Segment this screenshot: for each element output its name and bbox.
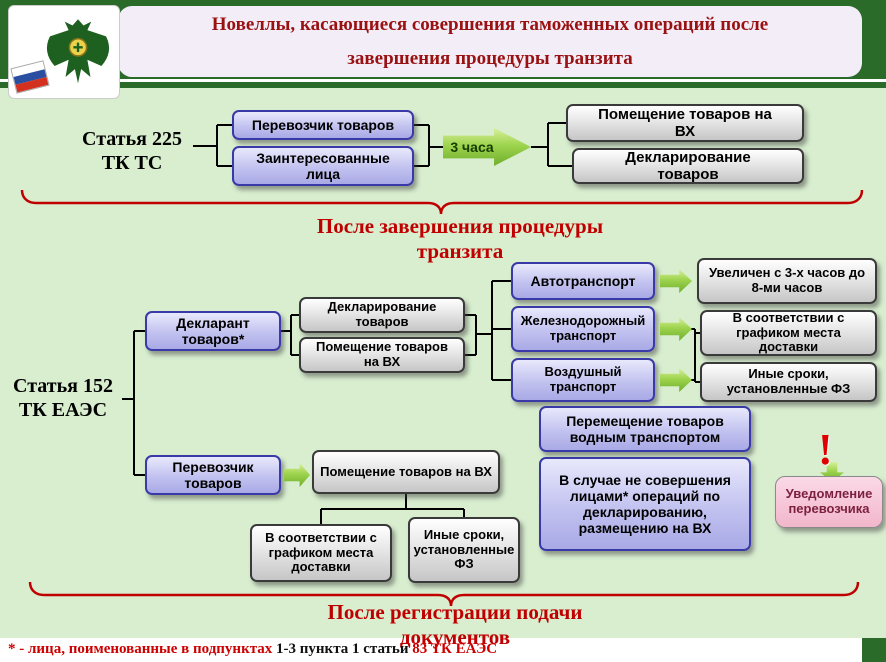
arrow-right-rail-icon (660, 317, 692, 341)
footer-strip (0, 638, 862, 662)
box-water-transport: Перемещение товаров водным транспортом (539, 406, 751, 452)
footnote-part2: 1-3 пункта 1 статьи (276, 641, 409, 657)
box-schedule-top: В соответствии с графиком места доставки (700, 310, 877, 356)
footnote-part1: * - лица, поименованные в подпунктах (8, 641, 277, 657)
box-other-terms-top: Иные сроки, установленные ФЗ (700, 362, 877, 402)
customs-emblem-icon (46, 19, 110, 84)
footnote: * - лица, поименованные в подпунктах 1-3… (8, 641, 497, 658)
box-no-action: В случае не совершения лицами* операций … (539, 457, 751, 551)
caption-after-transit: После завершения процедуры транзита (316, 214, 604, 263)
box-increased-hours: Увеличен с 3-х часов до 8-ми часов (697, 258, 877, 304)
box-placement-152: Помещение товаров на ВХ (299, 337, 465, 373)
box-interested-225: Заинтересованные лица (232, 146, 414, 186)
box-placement-carrier: Помещение товаров на ВХ (312, 450, 500, 494)
arrow-3-hours-label: 3 часа (450, 139, 494, 155)
slide-title: Новеллы, касающиеся совершения таможенны… (211, 14, 769, 69)
header-divider (0, 79, 886, 82)
exclamation-mark: ! (818, 425, 833, 474)
footnote-part3: 83 ТК ЕАЭС (408, 641, 498, 657)
box-schedule-bottom: В соответствии с графиком места доставки (250, 524, 392, 582)
box-declaration-152: Декларирование товаров (299, 297, 465, 333)
box-declaration-225: Декларирование товаров (572, 148, 804, 184)
brace-section1 (20, 189, 864, 215)
article-225-label: Статья 225 ТК ТС (82, 128, 182, 174)
box-air-transport: Воздушный транспорт (511, 358, 655, 402)
box-declarant-152: Декларант товаров* (145, 311, 281, 351)
arrow-right-auto-icon (660, 269, 692, 293)
box-notification: Уведомление перевозчика (775, 476, 883, 528)
box-auto-transport: Автотранспорт (511, 262, 655, 300)
arrow-right-carrier-icon (284, 463, 310, 487)
footer-corner-block (862, 638, 886, 662)
box-other-terms-bottom: Иные сроки, установленные ФЗ (408, 517, 520, 583)
arrow-right-air-icon (660, 368, 692, 392)
box-placement-225: Помещение товаров на ВХ (566, 104, 804, 142)
box-carrier-225: Перевозчик товаров (232, 110, 414, 140)
box-carrier-152: Перевозчик товаров (145, 455, 281, 495)
title-panel: Новеллы, касающиеся совершения таможенны… (118, 6, 862, 77)
arrow-3-hours-icon: 3 часа (443, 128, 531, 166)
article-152-label: Статья 152 ТК ЕАЭС (13, 375, 113, 421)
emblem-panel (8, 5, 120, 99)
box-rail-transport: Железнодорожный транспорт (511, 306, 655, 352)
